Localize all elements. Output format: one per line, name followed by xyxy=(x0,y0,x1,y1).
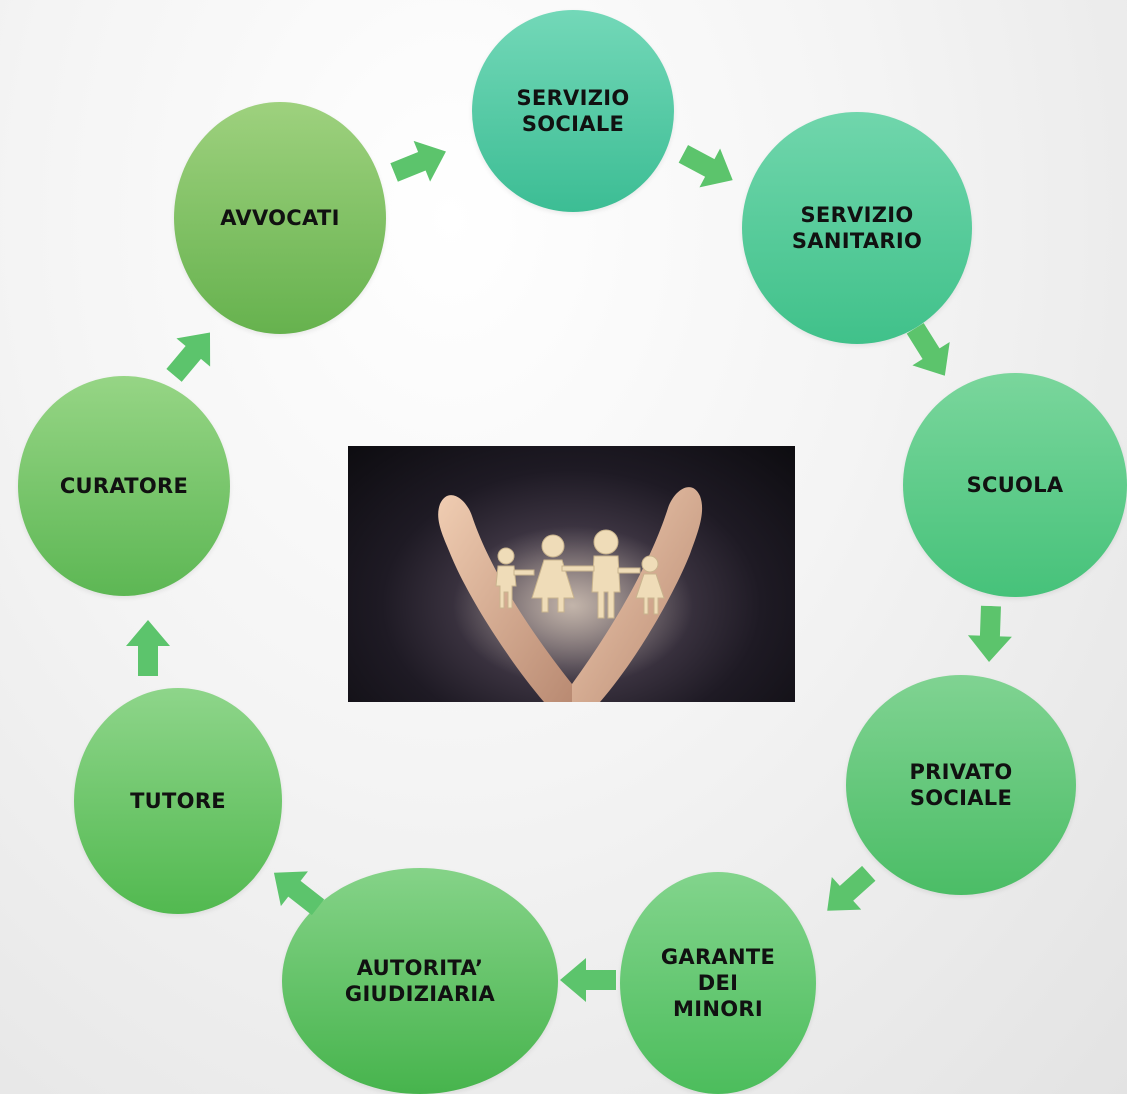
node-curatore: CURATORE xyxy=(18,376,230,596)
node-label: PRIVATO SOCIALE xyxy=(909,760,1013,810)
arrow-avvocati-to-servizio-sociale xyxy=(386,131,454,193)
arrow-tutore-to-curatore xyxy=(126,620,170,676)
hands-family-image xyxy=(348,446,795,702)
node-label: AVVOCATI xyxy=(220,206,340,230)
node-garante-dei-minori: GARANTE DEI MINORI xyxy=(620,872,816,1094)
arrow-servizio-sanitario-to-scuola xyxy=(897,317,964,388)
arrow-garante-to-autorita xyxy=(560,958,616,1002)
node-tutore: TUTORE xyxy=(74,688,282,914)
node-label: SERVIZIO SOCIALE xyxy=(516,86,630,136)
node-label: AUTORITA’ GIUDIZIARIA xyxy=(344,956,496,1006)
arrow-curatore-to-avvocati xyxy=(157,318,227,389)
node-privato-sociale: PRIVATO SOCIALE xyxy=(846,675,1076,895)
arrow-servizio-sociale-to-servizio-sanitario xyxy=(673,134,743,199)
node-label: SERVIZIO SANITARIO xyxy=(791,203,923,253)
arrow-autorita-to-tutore xyxy=(260,855,331,924)
node-label: SCUOLA xyxy=(966,473,1064,497)
node-label: GARANTE DEI MINORI xyxy=(660,945,776,1021)
node-servizio-sanitario: SERVIZIO SANITARIO xyxy=(742,112,972,344)
arrow-scuola-to-privato-sociale xyxy=(967,605,1013,663)
node-avvocati: AVVOCATI xyxy=(174,102,386,334)
node-servizio-sociale: SERVIZIO SOCIALE xyxy=(472,10,674,212)
node-scuola: SCUOLA xyxy=(903,373,1127,597)
arrow-privato-sociale-to-garante xyxy=(812,857,883,927)
left-hand xyxy=(438,495,572,702)
node-label: TUTORE xyxy=(130,789,226,813)
node-label: CURATORE xyxy=(59,474,189,498)
node-autorita-giudiziaria: AUTORITA’ GIUDIZIARIA xyxy=(282,868,558,1094)
